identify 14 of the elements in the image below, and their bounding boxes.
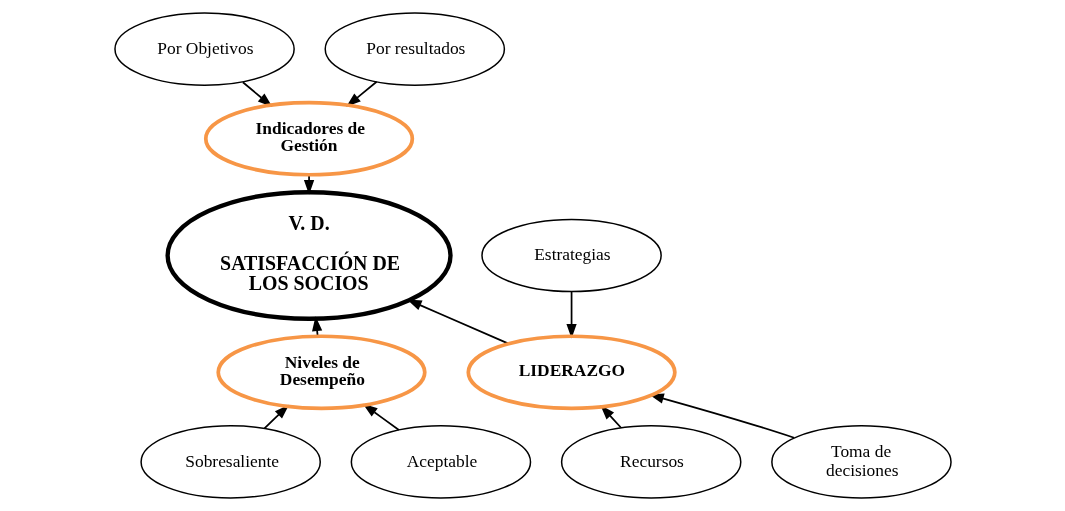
node-ellipse: Aceptable (350, 425, 531, 499)
arrow (362, 403, 400, 431)
node-ellipse: Toma de decisiones (770, 425, 952, 499)
arrow (599, 405, 622, 429)
node-ellipse: Por Objetivos (113, 12, 295, 86)
node-ellipse: LIDERAZGO (465, 334, 677, 411)
node-ellipse: Estrategias (480, 218, 662, 293)
arrow (241, 81, 272, 107)
node-ellipse: V. D. SATISFACCIÓN DE LOS SOCIOS (164, 190, 453, 321)
node-ellipse: Indicadores de Gestión (203, 100, 414, 177)
node-ellipse: Niveles de Desempeño (215, 334, 427, 411)
node-ellipse: Por resultados (324, 12, 505, 86)
node-ellipse: Sobresaliente (139, 425, 321, 499)
node-ellipse: Recursos (560, 425, 741, 499)
